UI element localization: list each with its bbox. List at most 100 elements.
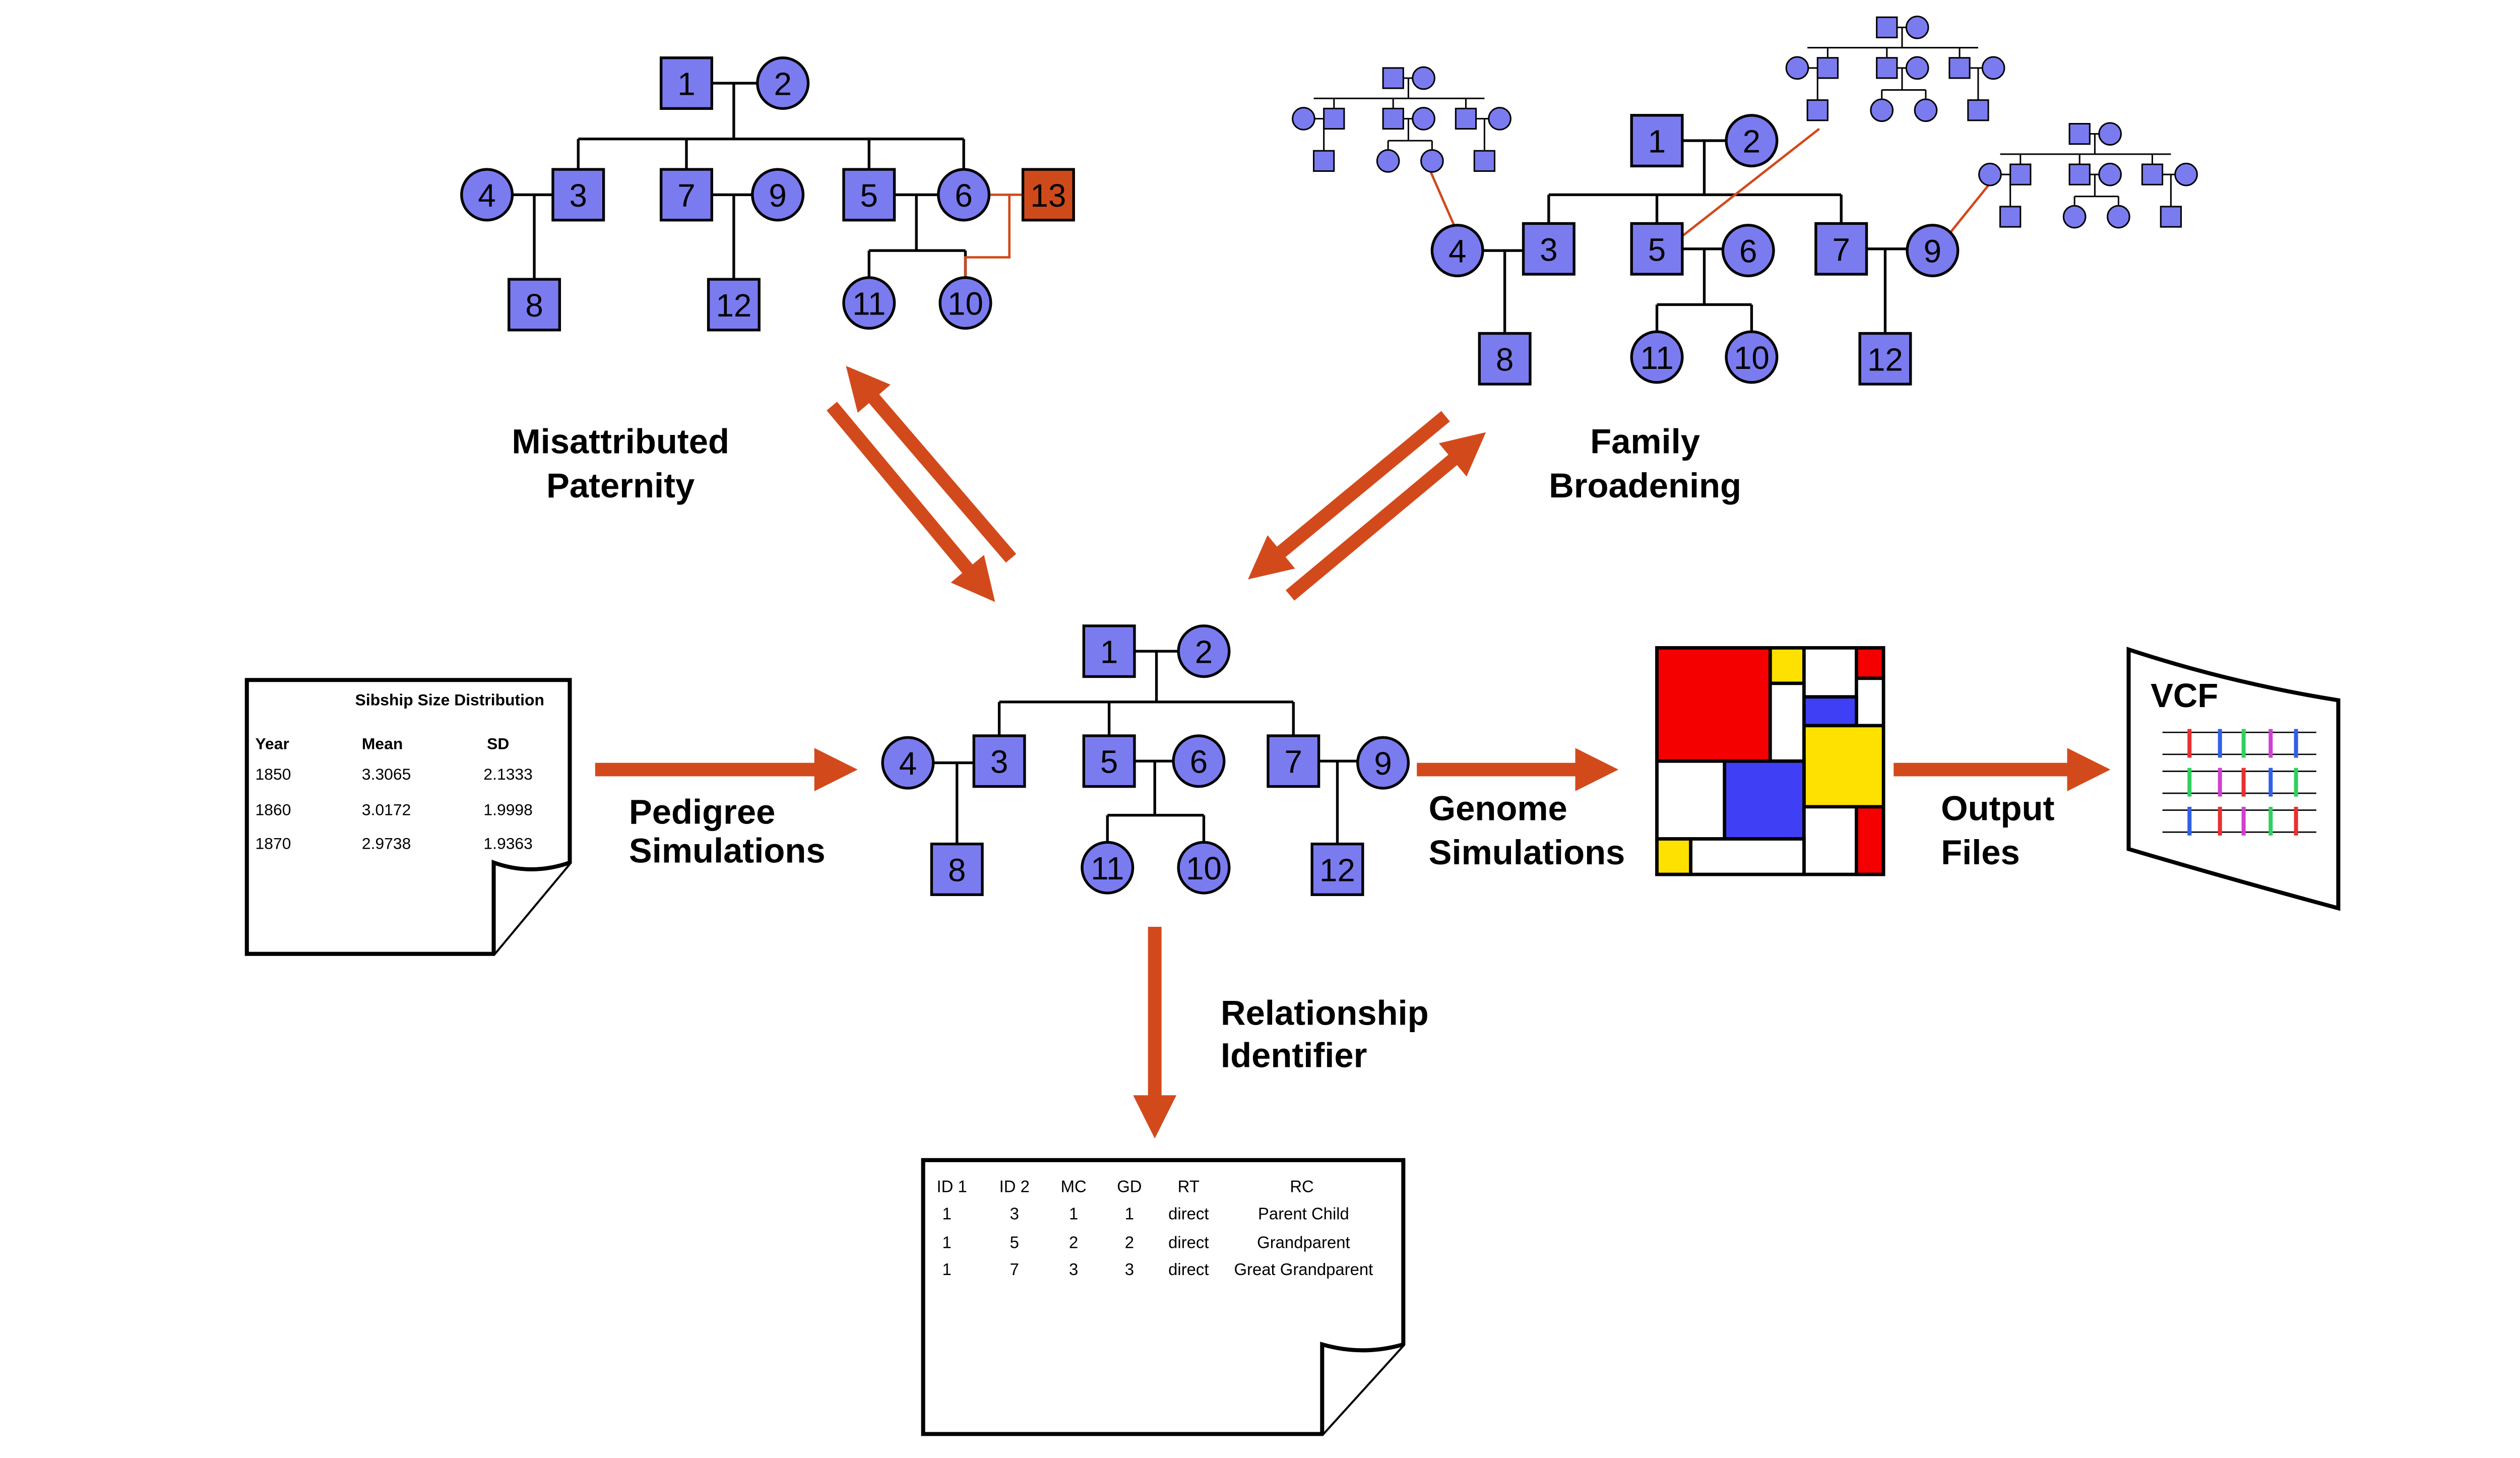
mini-female bbox=[1978, 162, 2002, 186]
genome-sim-label-line2: Simulations bbox=[1429, 833, 1625, 872]
male-node-3 bbox=[972, 734, 1026, 788]
sibship-cell: 1870 bbox=[256, 835, 291, 853]
female-node-6 bbox=[1172, 734, 1226, 788]
male-node-5 bbox=[842, 168, 896, 222]
workflow-arrows bbox=[595, 366, 2111, 1139]
rel-cell: 1 bbox=[1125, 1204, 1134, 1223]
rel-cell: 3 bbox=[1069, 1260, 1078, 1279]
rel-header: RC bbox=[1290, 1177, 1313, 1196]
sibship-cell: 2.1333 bbox=[483, 765, 532, 783]
mini-female bbox=[1914, 98, 1938, 122]
node-label: 4 bbox=[899, 745, 917, 782]
sibship-cell: 1850 bbox=[256, 765, 291, 783]
pedigree-line bbox=[712, 193, 752, 280]
relationship-label-line2: Identifier bbox=[1221, 1036, 1367, 1074]
pedigree-line bbox=[1106, 759, 1206, 843]
sibship-cell: 2.9738 bbox=[362, 835, 411, 853]
pedigree-line bbox=[933, 761, 974, 844]
node-label: 6 bbox=[1190, 744, 1208, 780]
rel-cell: 1 bbox=[1069, 1204, 1078, 1223]
mini-male bbox=[2068, 163, 2091, 185]
rel-header: MC bbox=[1061, 1177, 1087, 1196]
rel-cell: 1 bbox=[942, 1233, 951, 1251]
mini-pedigrees bbox=[1292, 16, 2198, 229]
male-node-12 bbox=[1310, 842, 1364, 896]
female-node-10 bbox=[1177, 841, 1231, 895]
mini-male bbox=[2068, 123, 2091, 145]
mini-male bbox=[2160, 206, 2182, 228]
rel-header: RT bbox=[1178, 1177, 1200, 1196]
node-label: 9 bbox=[1374, 745, 1392, 782]
sibship-cell: 1.9363 bbox=[483, 835, 532, 853]
misattributed-link bbox=[964, 194, 1023, 278]
mini-male bbox=[1455, 107, 1477, 130]
rel-cell: direct bbox=[1168, 1204, 1209, 1223]
node-label: 7 bbox=[1832, 231, 1850, 268]
mini-male bbox=[1473, 150, 1496, 172]
mini-male bbox=[1948, 57, 1971, 79]
mini-female bbox=[1292, 107, 1315, 131]
sibship-cell: 3.0172 bbox=[362, 801, 411, 819]
male-node-13 bbox=[1021, 168, 1075, 222]
mini-male bbox=[1999, 206, 2022, 228]
output-files-label-line2: Files bbox=[1941, 833, 2020, 872]
female-node-11 bbox=[1081, 841, 1135, 895]
mini-female bbox=[1870, 98, 1894, 122]
male-node-5 bbox=[1082, 734, 1136, 788]
mini-female bbox=[1376, 149, 1400, 173]
node-label: 5 bbox=[1100, 744, 1118, 780]
pedigree-line bbox=[867, 193, 967, 278]
mini-male bbox=[1313, 150, 1335, 172]
rel-cell: Grandparent bbox=[1257, 1233, 1350, 1251]
female-node-4 bbox=[881, 736, 935, 790]
mini-female bbox=[2098, 162, 2122, 186]
node-label: 10 bbox=[1186, 850, 1222, 886]
female-node-11 bbox=[1630, 330, 1684, 384]
mini-female bbox=[1412, 107, 1435, 131]
mini-male bbox=[1806, 99, 1829, 121]
pedigree-line bbox=[577, 82, 965, 170]
relationship-document: ID 1 ID 2 MC GD RT RC 1 3 1 1 direct Par… bbox=[921, 1158, 1406, 1436]
vcf-variant-lines bbox=[2162, 729, 2316, 836]
node-label: 10 bbox=[1734, 340, 1770, 376]
mini-female bbox=[2174, 162, 2198, 186]
relationship-label-line1: Relationship bbox=[1221, 994, 1429, 1033]
male-node-8 bbox=[1478, 332, 1532, 386]
male-node-12 bbox=[1858, 332, 1912, 386]
male-node-1 bbox=[659, 56, 713, 110]
pedigree-line bbox=[997, 650, 1295, 736]
node-label: 11 bbox=[1640, 340, 1673, 376]
male-node-3 bbox=[1522, 222, 1576, 276]
node-label: 13 bbox=[1030, 177, 1066, 214]
node-label: 12 bbox=[1319, 852, 1355, 888]
mini-female bbox=[1420, 149, 1444, 173]
sibship-header-sd: SD bbox=[487, 735, 509, 753]
rel-header: GD bbox=[1117, 1177, 1142, 1196]
mini-female bbox=[1785, 56, 1809, 80]
node-label: 5 bbox=[860, 177, 878, 214]
rel-cell: 1 bbox=[942, 1204, 951, 1223]
female-node-10 bbox=[1725, 330, 1779, 384]
rel-cell: 3 bbox=[1010, 1204, 1019, 1223]
female-node-6 bbox=[937, 168, 991, 222]
mini-pedigree-left bbox=[1292, 66, 1511, 173]
node-label: 11 bbox=[1091, 850, 1124, 886]
node-label: 4 bbox=[478, 177, 495, 214]
genome-mondrian-icon bbox=[1655, 646, 1885, 876]
female-node-2 bbox=[756, 56, 810, 110]
male-node-7 bbox=[1814, 222, 1868, 276]
male-node-5 bbox=[1630, 222, 1684, 276]
mini-male bbox=[1816, 57, 1839, 79]
misattributed-label-line2: Paternity bbox=[546, 466, 695, 505]
mini-female bbox=[1905, 16, 1929, 39]
pedigree-line bbox=[512, 193, 553, 280]
arrow-from-broadening bbox=[1248, 411, 1450, 580]
rel-cell: direct bbox=[1168, 1260, 1209, 1279]
male-node-1 bbox=[1082, 624, 1136, 678]
rel-cell: Great Grandparent bbox=[1234, 1260, 1373, 1279]
male-node-3 bbox=[551, 168, 605, 222]
node-label: 6 bbox=[1739, 233, 1757, 270]
node-label: 12 bbox=[716, 287, 751, 324]
